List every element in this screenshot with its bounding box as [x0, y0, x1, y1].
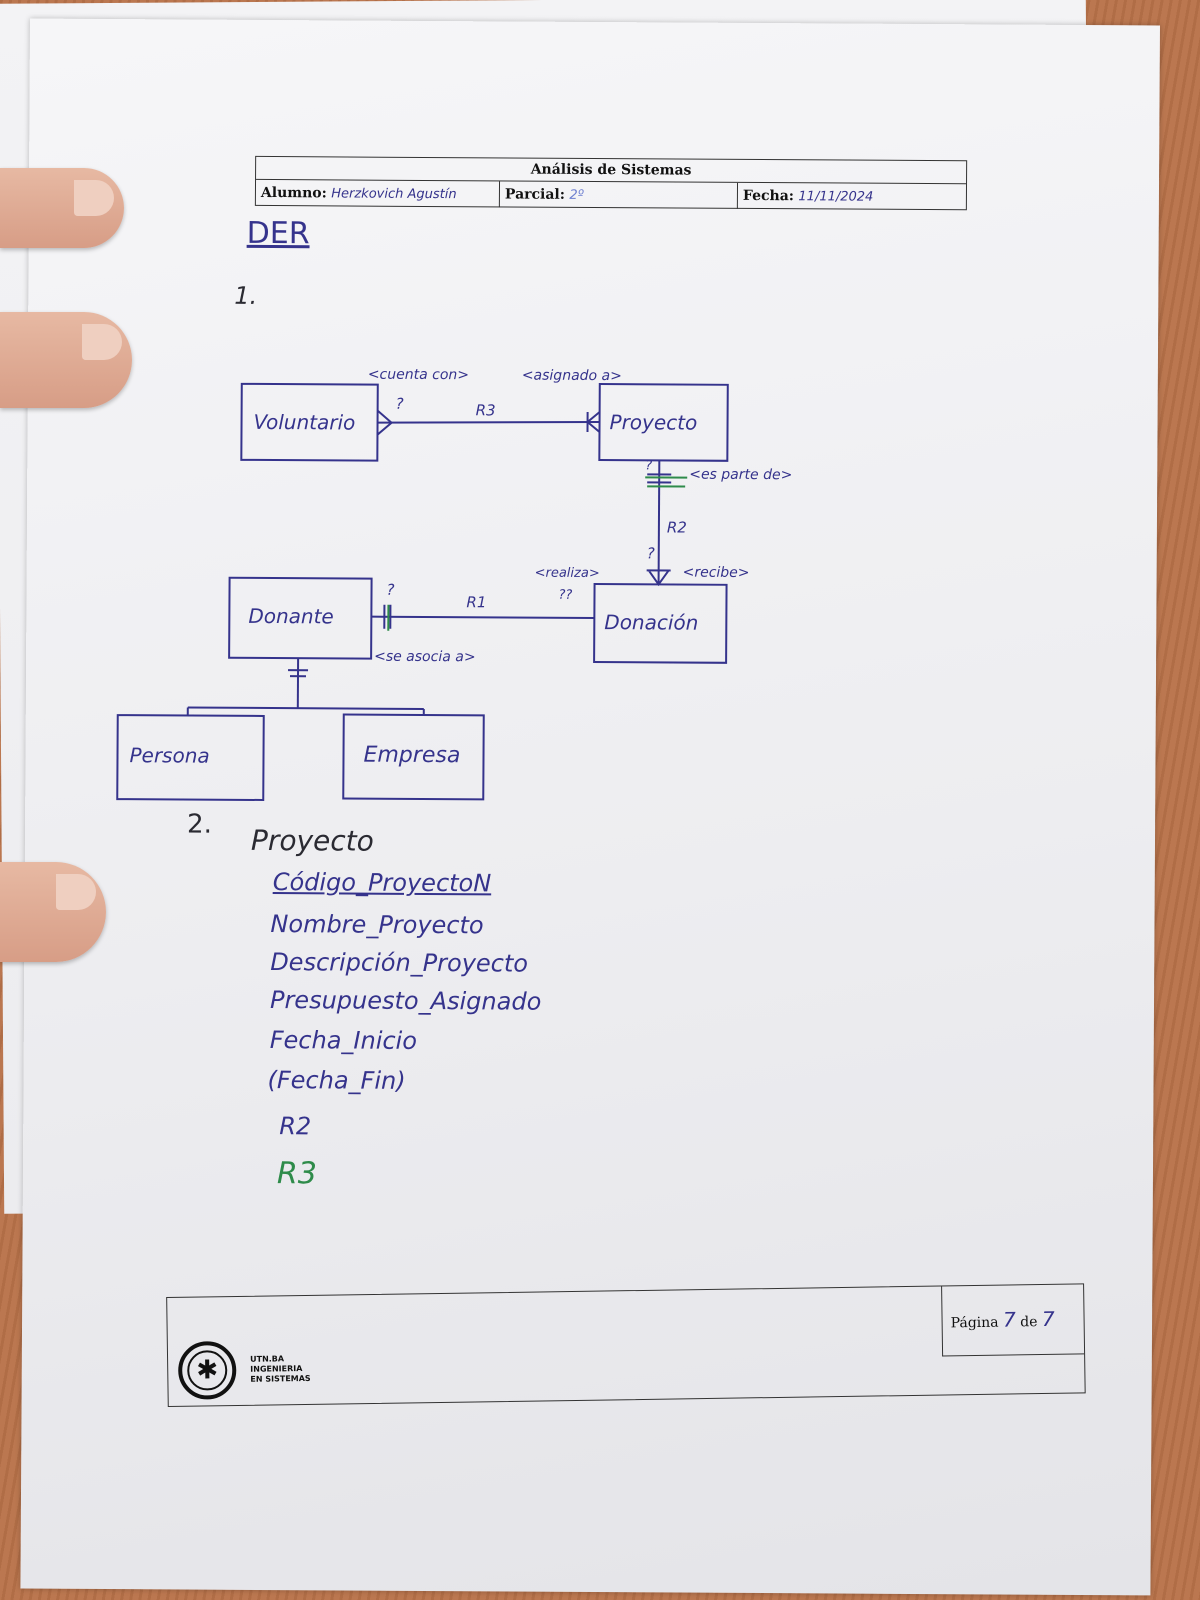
er-diagram [116, 382, 729, 801]
mark-q-donante: ? [386, 580, 395, 599]
generalization-bars [288, 669, 309, 678]
attribute-item: Fecha_Inicio [269, 1026, 418, 1055]
r1-bars-donante [383, 604, 392, 629]
role-realiza: <realiza> [534, 565, 600, 582]
attribute-item: R2 [279, 1112, 312, 1141]
mark-q-proyecto: ? [645, 458, 653, 474]
logo-line: EN SISTEMAS [250, 1373, 311, 1384]
page-total: 7 [1041, 1306, 1055, 1332]
relation-r1: R1 [466, 593, 487, 612]
entity-box-donacion [593, 583, 728, 664]
mark-q-voluntario: ? [395, 394, 404, 413]
page-number-cell: Página 7 de 7 [941, 1284, 1085, 1357]
entity-empresa: Empresa [363, 742, 461, 769]
entity-persona: Persona [129, 743, 210, 768]
attribute-item-green: R3 [276, 1156, 318, 1192]
attribute-item: Descripción_Proyecto [270, 948, 529, 978]
role-recibe: <recibe> [682, 564, 750, 581]
attribute-item: Nombre_Proyecto [270, 910, 484, 940]
r2-line [657, 460, 661, 585]
utn-logo-text: UTN.BA INGENIERIA EN SISTEMAS [250, 1354, 311, 1385]
item-2-entity: Proyecto [250, 823, 374, 858]
mark-q-donacion-top: ? [646, 544, 655, 563]
generalization-bar [187, 706, 424, 710]
entity-box-persona [116, 714, 265, 801]
r2-green-bars [645, 476, 688, 488]
entity-proyecto: Proyecto [609, 410, 698, 435]
page-footer: ✱ UTN.BA INGENIERIA EN SISTEMAS Página 7… [166, 1283, 1086, 1408]
attribute-pk: Código_ProyectoN [272, 868, 492, 898]
entity-donacion: Donación [604, 610, 699, 635]
entity-voluntario: Voluntario [253, 409, 356, 435]
mark-qq-donacion: ?? [558, 587, 573, 603]
finger-top [0, 168, 124, 248]
attribute-item: Presupuesto_Asignado [269, 986, 542, 1016]
item-2-number: 2. [186, 809, 212, 840]
entity-box-empresa [342, 713, 485, 801]
finger-middle [0, 312, 132, 408]
role-asignado-a: <asignado a> [521, 367, 622, 385]
utn-logo: ✱ [177, 1341, 237, 1400]
entity-box-donante [228, 576, 373, 660]
role-se-asocia-a: <se asocia a> [374, 648, 476, 666]
r3-crowfoot-proyecto [585, 411, 601, 433]
role-es-parte-de: <es parte de> [689, 466, 793, 484]
finger-bottom [0, 862, 106, 962]
relation-r2: R2 [666, 518, 687, 537]
r3-crowfoot-voluntario [376, 409, 394, 436]
page-of: de [1020, 1314, 1038, 1331]
r3-line [377, 421, 600, 424]
page-current: 7 [1002, 1307, 1016, 1332]
attribute-item: (Fecha_Fin) [267, 1066, 406, 1095]
entity-donante: Donante [248, 603, 334, 629]
utn-logo-icon: ✱ [186, 1350, 228, 1391]
exam-page: Análisis de Sistemas Alumno: Herzkovich … [20, 18, 1160, 1596]
r2-crowfoot-donacion [646, 569, 671, 587]
r1-line [371, 615, 595, 620]
r2-bars-proyecto [647, 473, 672, 484]
page-label: Página [950, 1314, 999, 1332]
role-cuenta-con: <cuenta con> [367, 366, 470, 384]
relation-r3: R3 [475, 401, 496, 420]
